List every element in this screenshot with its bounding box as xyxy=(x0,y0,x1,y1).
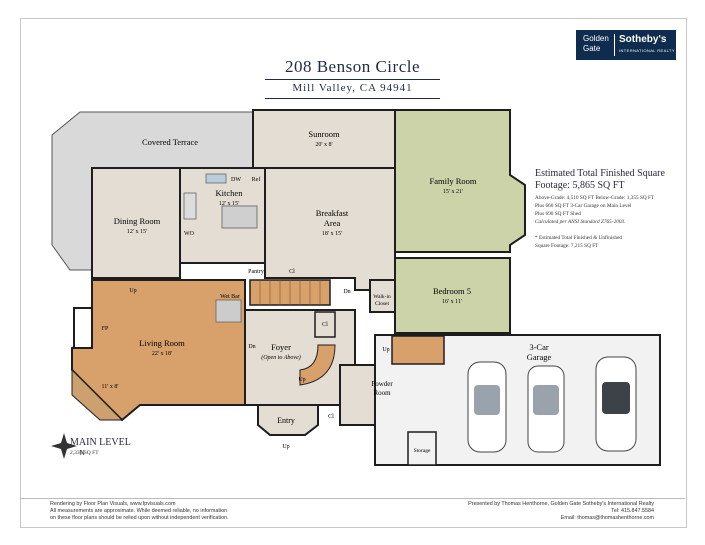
sunroom-label: Sunroom xyxy=(308,129,340,139)
estimate-line2: Plus 660 SQ FT 3-Car Garage on Main Leve… xyxy=(535,203,632,209)
title-rule xyxy=(265,79,440,80)
brand-left: Golden Gate xyxy=(583,34,609,53)
estimate-line3: Plus 690 SQ FT Shed xyxy=(535,211,581,217)
kitchen-island xyxy=(221,205,258,229)
footer-left-1: Rendering by Floor Plan Visuals, www.fpv… xyxy=(50,501,176,507)
bay-dim: 11' x 8' xyxy=(102,384,119,390)
dn-label-2: Dn xyxy=(248,344,255,350)
cl-label-2: Cl xyxy=(322,322,328,328)
car-icon-1 xyxy=(467,361,507,453)
wetbar-counter xyxy=(215,299,242,323)
range-icon xyxy=(183,192,197,220)
fp-label: FP xyxy=(102,326,109,332)
family-room-dim: 15' x 21' xyxy=(443,189,463,195)
address-title: 208 Benson Circle xyxy=(284,57,421,76)
estimate-line4: Calculated per ANSI Standard Z765-2003. xyxy=(535,219,626,225)
up-label-1: Up xyxy=(129,288,136,294)
up-label-3: Up xyxy=(382,347,389,353)
powder-label-2: Room xyxy=(373,389,391,397)
living-room-dim: 22' x 18' xyxy=(152,351,172,357)
breakfast-dim: 18' x 15' xyxy=(322,231,342,237)
bedroom5-label: Bedroom 5 xyxy=(433,286,471,296)
walkin-label: Walk-in xyxy=(373,294,391,300)
kitchen-label: Kitchen xyxy=(216,188,244,198)
car-icon-3 xyxy=(595,356,637,452)
fireplace xyxy=(73,307,93,349)
level-name: MAIN LEVEL xyxy=(70,437,131,448)
walkin-closet-area xyxy=(369,279,396,313)
dining-room-dim: 12' x 15' xyxy=(127,229,147,235)
entry-label: Entry xyxy=(277,416,295,425)
pantry-label: Pantry xyxy=(248,269,264,275)
garage-label-2: Garage xyxy=(527,352,552,362)
city-subtitle: Mill Valley, CA 94941 xyxy=(292,82,413,94)
compass-icon xyxy=(51,433,77,459)
breakfast-label-2: Area xyxy=(324,218,341,228)
sunroom-area xyxy=(252,109,396,169)
brand-tagline: INTERNATIONAL REALTY xyxy=(619,48,675,53)
level-sqft: 2,330 SQ FT xyxy=(70,450,99,456)
page-frame xyxy=(20,18,687,528)
storage-area xyxy=(407,431,437,466)
brand-logo: Golden Gate Sotheby's INTERNATIONAL REAL… xyxy=(576,30,676,60)
bay-area xyxy=(71,368,124,421)
dining-room-area xyxy=(91,167,181,279)
dn-label-1: Dn xyxy=(343,289,350,295)
ref-label: Ref xyxy=(252,176,261,183)
estimate-line1: Above-Grade: 4,510 SQ FT Below-Grade: 1,… xyxy=(535,195,655,201)
family-room-area xyxy=(394,109,526,253)
dining-room-label: Dining Room xyxy=(114,216,161,226)
dw-label: DW xyxy=(231,177,241,183)
footer-right-1: Presented by Thomas Henthorne, Golden Ga… xyxy=(468,501,654,507)
entry-area xyxy=(257,404,319,436)
footer-right-2: Tel: 415.847.5584 xyxy=(611,508,654,514)
foyer-area xyxy=(244,309,356,406)
footer-right-3: Email: thomas@thomashenthorne.com xyxy=(560,515,654,521)
powder-label: Powder xyxy=(371,380,393,388)
estimate-note1: * Estimated Total Finished & Unfinished xyxy=(535,235,623,241)
walkin-label-2: Closet xyxy=(375,301,390,307)
car-icon-2 xyxy=(527,365,565,453)
foyer-closet xyxy=(314,311,336,338)
garage-label: 3-Car xyxy=(529,342,549,352)
living-room-label: Living Room xyxy=(139,338,185,348)
covered-terrace-label: Covered Terrace xyxy=(142,137,198,147)
breakfast-area xyxy=(264,167,396,291)
breakfast-label: Breakfast xyxy=(316,208,349,218)
compass-n: N xyxy=(79,449,84,457)
up-label-2: Up xyxy=(298,377,305,383)
foyer-label: Foyer xyxy=(271,342,291,352)
curved-stair xyxy=(299,344,336,386)
wo-label: WO xyxy=(184,231,195,237)
estimate-title: Estimated Total Finished Square Footage:… xyxy=(535,168,665,191)
cl-label-3: Cl xyxy=(328,414,334,420)
estimate-note2: Square Footage: 7,215 SQ FT xyxy=(535,243,599,249)
bedroom5-dim: 16' x 11' xyxy=(442,299,462,305)
kitchen-dim: 12' x 15' xyxy=(219,201,239,207)
storage-label: Storage xyxy=(414,448,431,454)
footer-left-2: All measurements are approximate. While … xyxy=(50,508,228,514)
foyer-sub: (Open to Above) xyxy=(261,354,301,361)
subtitle-rule xyxy=(265,98,440,99)
family-room-label: Family Room xyxy=(430,176,477,186)
footer-rule xyxy=(20,498,685,499)
cl-label-1: Cl xyxy=(289,269,295,275)
sunroom-dim: 20' x 8' xyxy=(315,142,332,148)
footer-left-3: on these floor plans should be relied up… xyxy=(50,515,229,521)
sink-icon xyxy=(205,173,227,184)
garage-stairs xyxy=(391,335,445,365)
brand-right: Sotheby's xyxy=(619,34,667,45)
brand-divider xyxy=(614,34,615,56)
wetbar-label: Wet Bar xyxy=(220,294,240,300)
up-label-4: Up xyxy=(282,444,289,450)
